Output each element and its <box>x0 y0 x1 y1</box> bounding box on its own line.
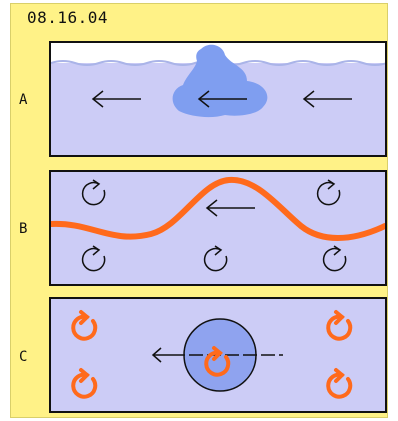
panel-a-diagram <box>51 43 385 118</box>
panel-c-label: C <box>19 349 28 365</box>
counterclockwise-eddy-icon <box>316 179 341 206</box>
orange-counterclockwise-eddy-icon <box>326 368 353 399</box>
orange-counterclockwise-eddy-icon <box>326 310 353 341</box>
panel-a-label: A <box>19 92 28 108</box>
panel-a <box>49 41 387 157</box>
panel-b-diagram <box>51 176 385 272</box>
date-label: 08.16.04 <box>27 8 109 27</box>
diagram-frame: 08.16.04 A B C <box>10 3 388 418</box>
left-arrow-icon <box>91 90 141 108</box>
panel-c-diagram <box>71 310 353 399</box>
orange-counterclockwise-eddy-icon <box>71 368 98 399</box>
left-arrow-icon <box>197 90 247 108</box>
left-arrow-icon <box>151 347 171 363</box>
left-arrow-icon <box>302 90 352 108</box>
counterclockwise-eddy-icon <box>203 245 228 272</box>
panel-b-label: B <box>19 221 28 237</box>
panel-b <box>49 170 387 286</box>
counterclockwise-eddy-icon <box>81 245 106 272</box>
counterclockwise-eddy-icon <box>322 245 347 272</box>
orange-counterclockwise-eddy-icon <box>71 310 98 341</box>
wavy-current-line <box>51 176 385 241</box>
orange-counterclockwise-eddy-icon <box>204 346 231 377</box>
panel-c <box>49 297 387 413</box>
counterclockwise-eddy-icon <box>81 179 106 206</box>
left-arrow-icon <box>205 199 255 217</box>
